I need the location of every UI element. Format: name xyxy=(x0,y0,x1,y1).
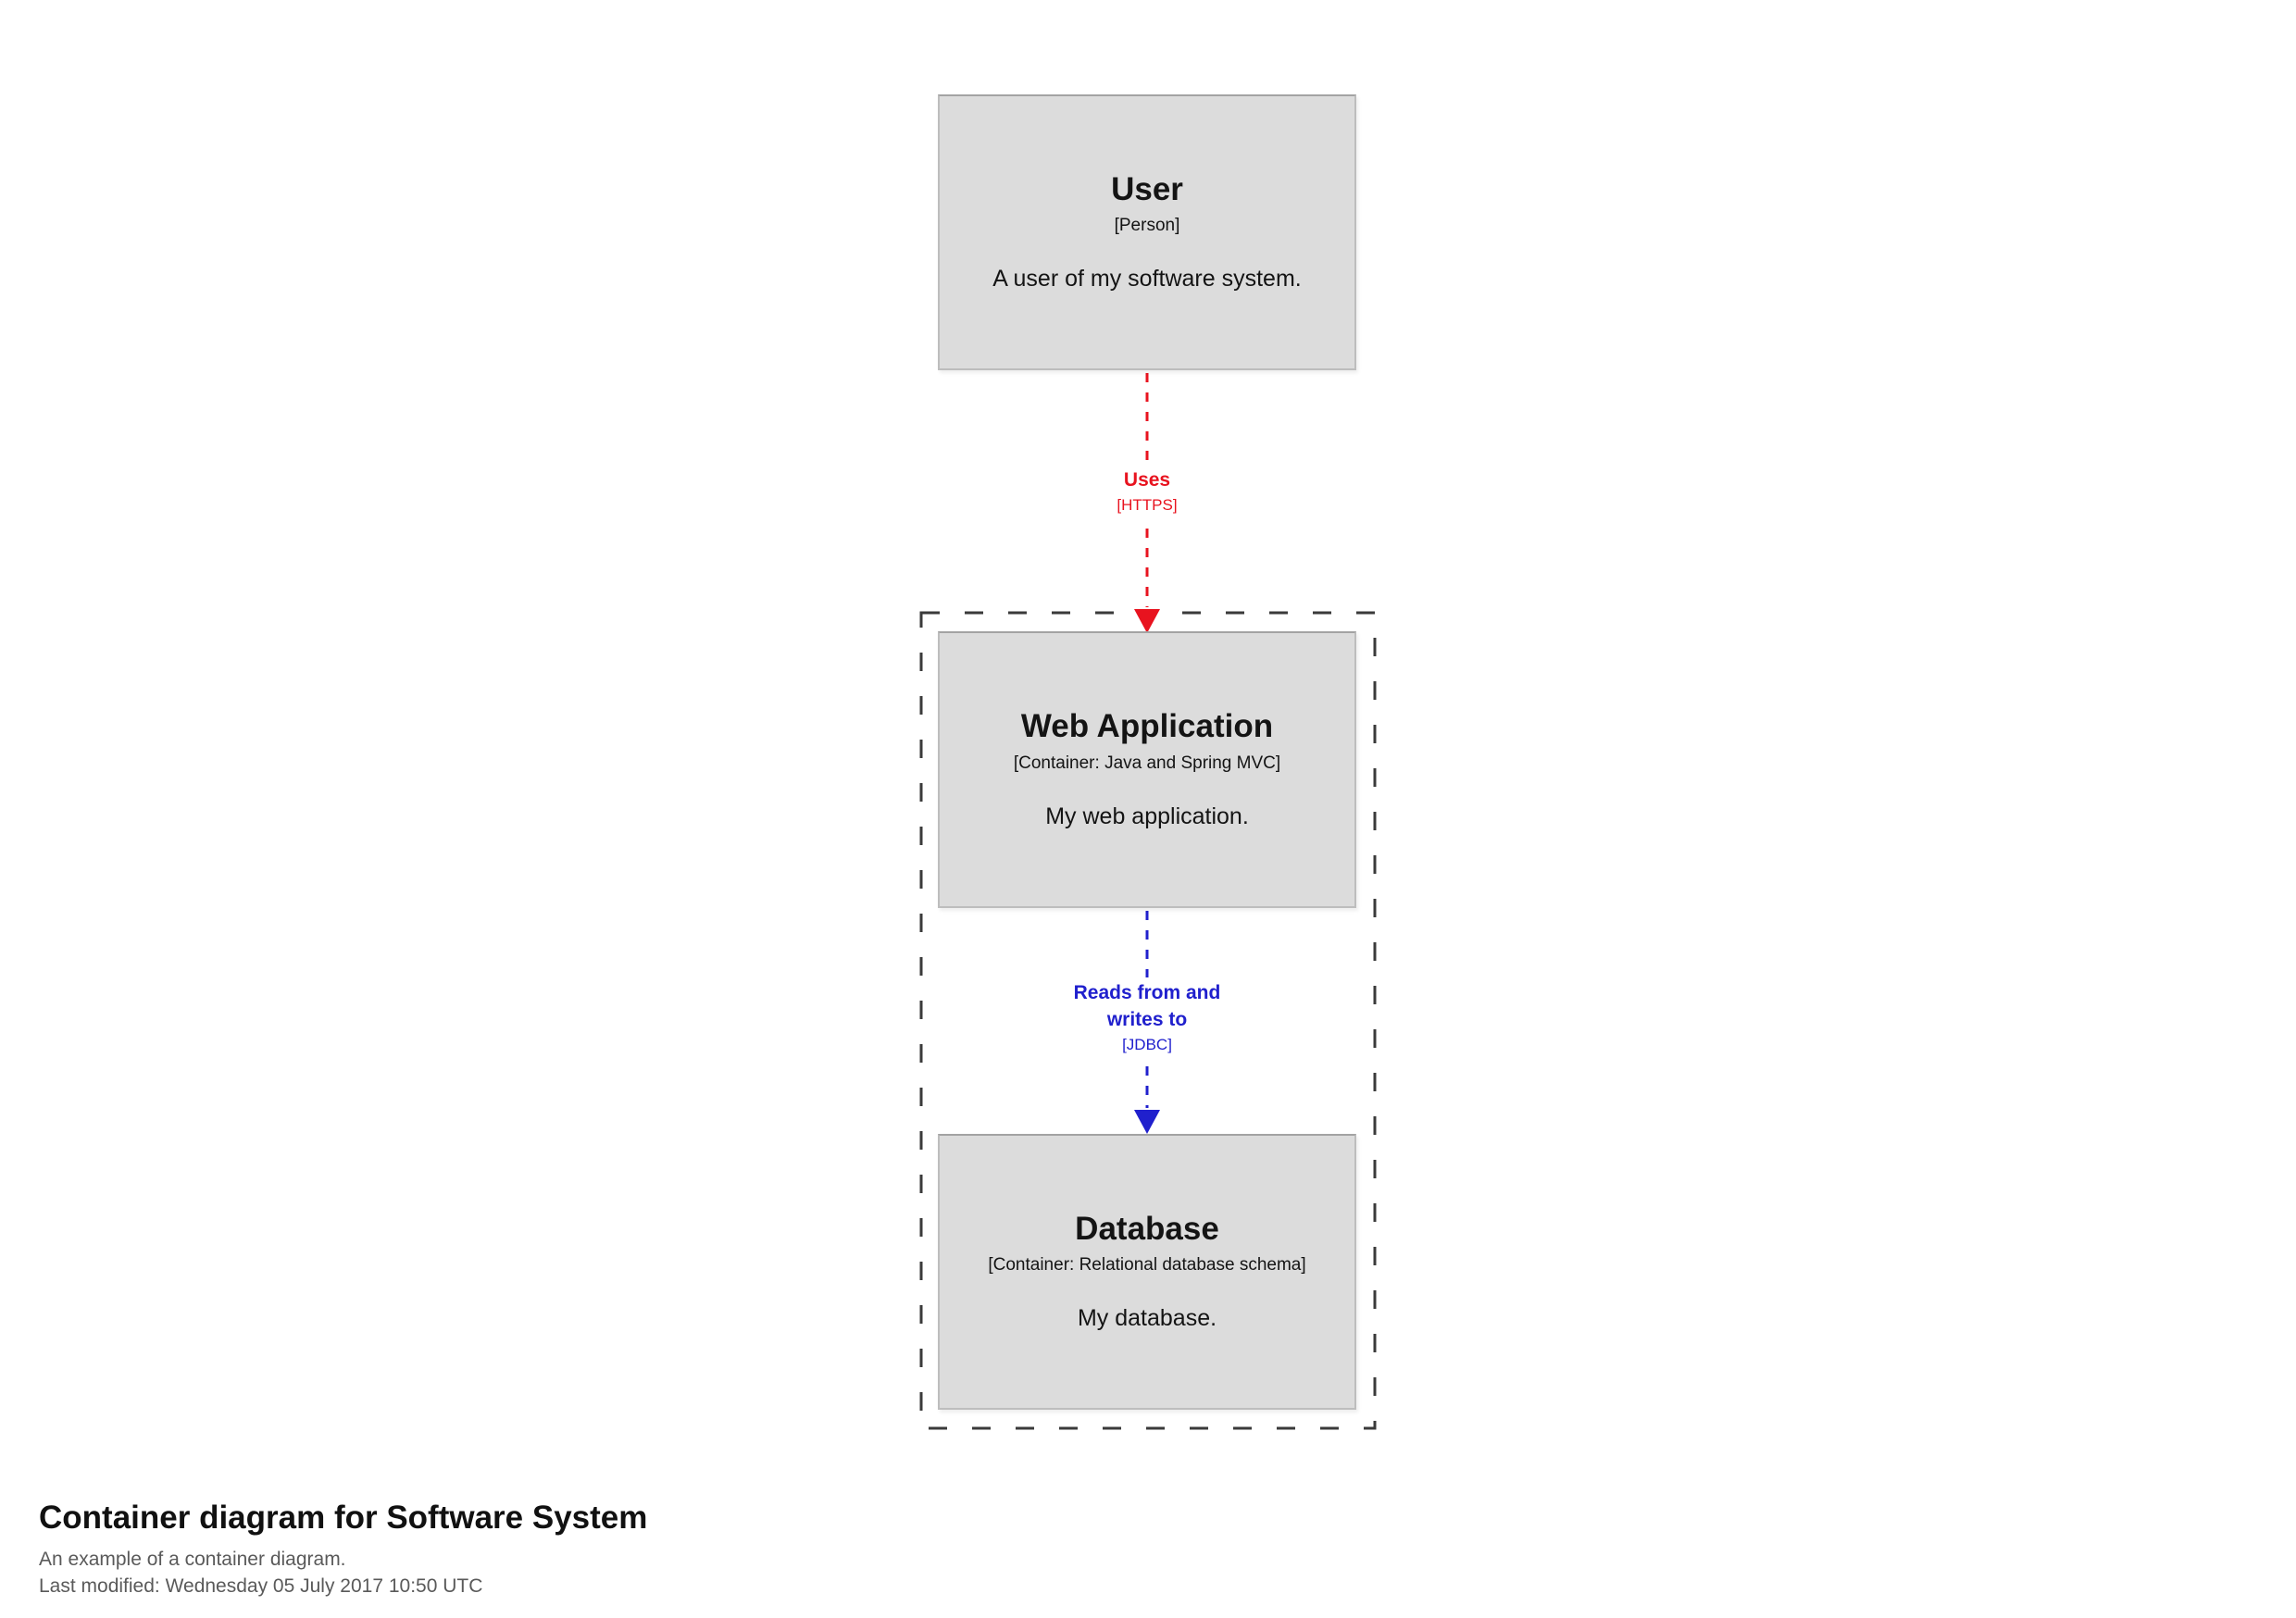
arrowhead-reads-writes xyxy=(1134,1110,1160,1134)
database-node: Database [Container: Relational database… xyxy=(938,1134,1356,1410)
relationship-uses-technology: [HTTPS] xyxy=(1117,496,1178,514)
user-node-description: A user of my software system. xyxy=(992,266,1302,292)
diagram-footer: Container diagram for Software System An… xyxy=(39,1500,647,1599)
relationship-label-uses: Uses [HTTPS] xyxy=(1107,465,1187,518)
database-node-description: My database. xyxy=(1077,1305,1217,1332)
relationship-reads-writes-technology: [JDBC] xyxy=(1122,1036,1172,1053)
relationship-reads-writes-text: Reads from and writes to xyxy=(1073,982,1221,1030)
user-node-meta: [Person] xyxy=(1114,216,1180,236)
web-application-node-title: Web Application xyxy=(1020,708,1274,745)
database-node-meta: [Container: Relational database schema] xyxy=(988,1255,1306,1276)
relationship-uses-text: Uses xyxy=(1123,469,1171,491)
diagram-description: An example of a container diagram. xyxy=(39,1549,346,1571)
relationship-label-reads-writes: Reads from and writes to [JDBC] xyxy=(1042,977,1252,1058)
web-application-node-meta: [Container: Java and Spring MVC] xyxy=(1013,753,1281,773)
web-application-node: Web Application [Container: Java and Spr… xyxy=(938,631,1356,908)
database-node-title: Database xyxy=(1075,1210,1219,1247)
diagram-title: Container diagram for Software System xyxy=(39,1500,648,1536)
user-node-title: User xyxy=(1111,170,1183,207)
user-node: User [Person] A user of my software syst… xyxy=(938,94,1356,370)
diagram-last-modified: Last modified: Wednesday 05 July 2017 10… xyxy=(39,1575,483,1598)
arrowhead-uses xyxy=(1134,609,1160,633)
web-application-node-description: My web application. xyxy=(1045,803,1249,829)
